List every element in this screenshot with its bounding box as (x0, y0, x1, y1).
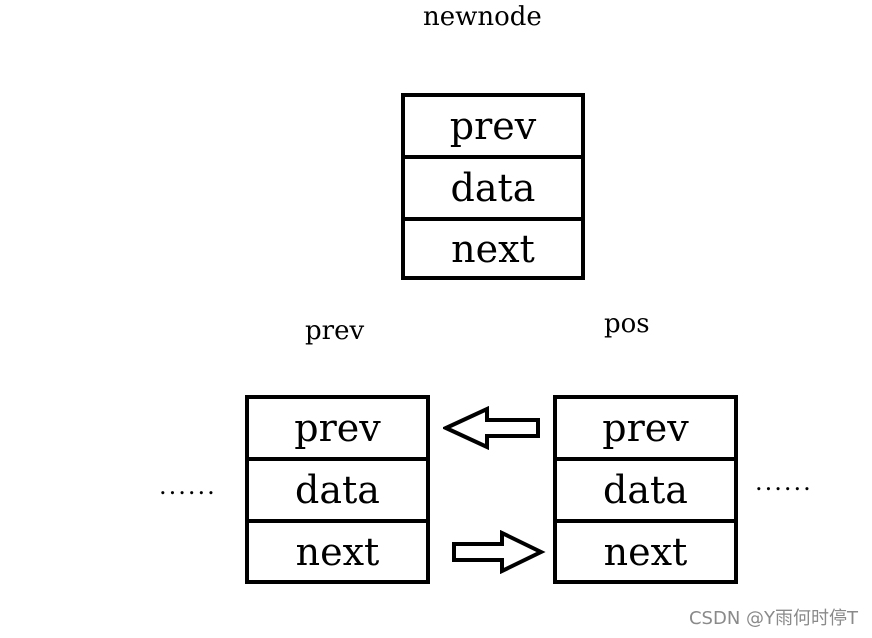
prev-node-data-field: data (295, 468, 380, 512)
pos-node-prev-field: prev (602, 406, 689, 450)
prev-node-title: prev (305, 316, 365, 346)
prev-node-prev-field: prev (294, 406, 381, 450)
newnode-divider-1 (401, 155, 585, 159)
prev-node-divider-1 (245, 457, 430, 461)
pos-node-box: prev data next (553, 395, 738, 584)
pos-node-data-field: data (603, 468, 688, 512)
right-arrow-icon (452, 530, 546, 574)
newnode-prev-field: prev (449, 104, 537, 148)
newnode-data-field: data (450, 166, 536, 210)
newnode-title: newnode (423, 2, 542, 32)
pos-node-divider-1 (553, 457, 738, 461)
left-ellipsis: ...... (159, 472, 217, 500)
pos-node-divider-2 (553, 519, 738, 523)
newnode-box: prev data next (401, 93, 585, 280)
pos-node-next-field: next (603, 530, 688, 574)
newnode-next-field: next (451, 227, 535, 271)
prev-node-next-field: next (295, 530, 380, 574)
prev-node-divider-2 (245, 519, 430, 523)
pos-node-title: pos (604, 309, 650, 339)
newnode-divider-2 (401, 217, 585, 221)
right-ellipsis: ...... (755, 468, 813, 496)
left-arrow-icon (443, 406, 540, 450)
csdn-watermark: CSDN @Y雨何时停T (688, 608, 858, 629)
prev-node-box: prev data next (245, 395, 430, 584)
